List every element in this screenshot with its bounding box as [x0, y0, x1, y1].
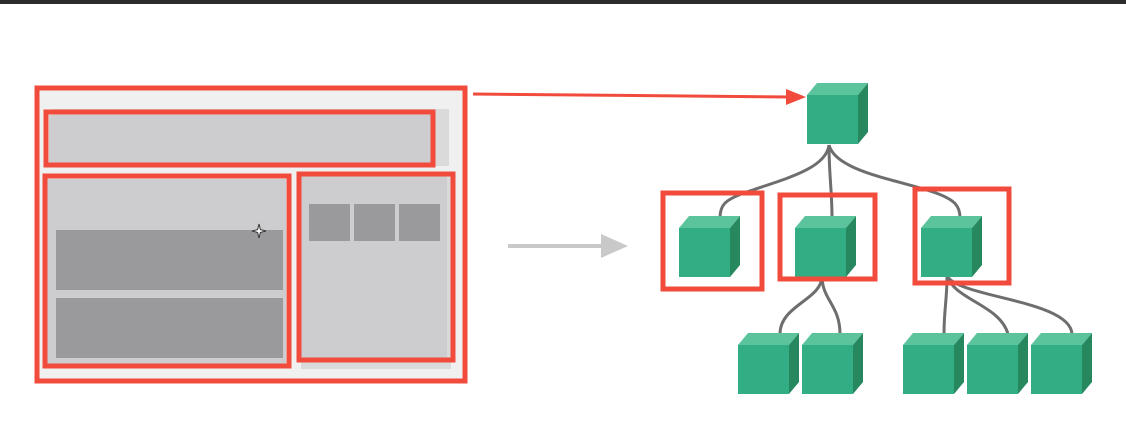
component-tree: [660, 83, 1092, 394]
sidebar-panel: [301, 176, 447, 360]
cube-icon-c2: [967, 333, 1028, 394]
cube-icon-b: [795, 216, 856, 277]
content-block-1: [56, 230, 283, 290]
sidebar-thumb-3: [399, 204, 440, 241]
right-arrow-icon: [508, 234, 628, 258]
cube-icon-c: [921, 216, 982, 277]
cube-icon-a: [679, 216, 740, 277]
cube-icon-c1: [903, 333, 964, 394]
sidebar-thumb-2: [354, 204, 395, 241]
window-top-edge: [0, 0, 1126, 4]
highlight-header: [43, 109, 436, 168]
page-layout-mockup: [34, 85, 468, 384]
highlight-child-a: [660, 190, 765, 292]
sidebar-thumb-1: [309, 204, 350, 241]
highlight-sidebar: [296, 171, 456, 363]
highlight-main-content: [42, 173, 292, 369]
root-pointer-arrow: [472, 89, 806, 105]
content-block-2: [56, 298, 283, 358]
highlight-child-c: [912, 186, 1012, 286]
highlight-page: [34, 85, 468, 384]
crosshair-cursor-icon: [251, 223, 267, 239]
tree-connectors: [718, 144, 1074, 335]
header-panel: [49, 115, 432, 163]
highlight-child-b: [777, 192, 878, 282]
cube-icon-a2: [802, 333, 863, 394]
cube-icon-root: [807, 83, 868, 144]
cube-icon-a1: [738, 333, 799, 394]
cube-icon-c3: [1031, 333, 1092, 394]
pointer-arrow-head-icon: [786, 89, 806, 105]
